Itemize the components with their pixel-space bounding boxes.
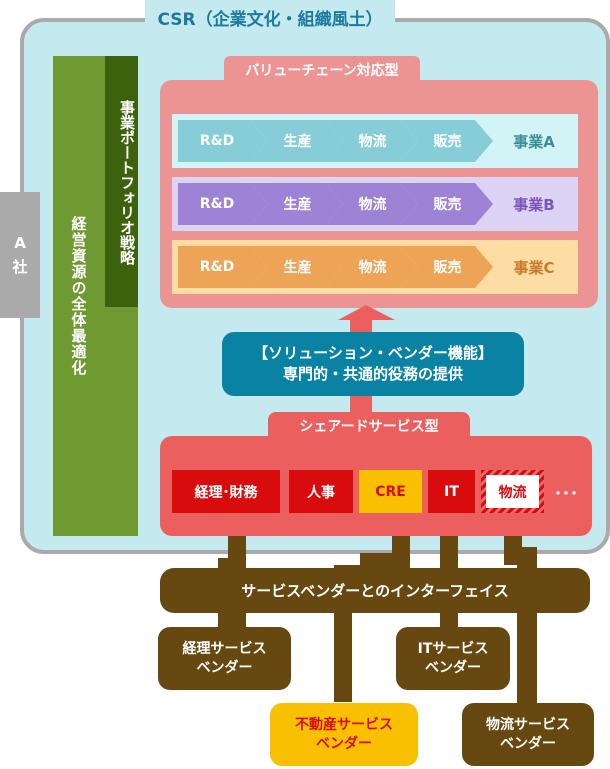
- solution-vendor-box: 【ソリューション・ベンダー機能】 専門的・共通的役務の提供: [222, 332, 524, 396]
- value-chain-title: バリューチェーン対応型: [224, 56, 420, 84]
- vendor-accounting-line1: 経理サービス: [182, 640, 267, 657]
- shared-services-title: シェアードサービス型: [268, 412, 470, 440]
- vendor-logistics-line2: ベンダー: [500, 735, 556, 752]
- business-label: 事業B: [513, 195, 555, 214]
- value-chain-step: R&D: [178, 120, 268, 162]
- vendor-accounting: 経理サービス ベンダー: [158, 627, 291, 690]
- service-hr: 人事: [289, 470, 353, 513]
- business-label: 事業C: [513, 258, 555, 277]
- csr-title: CSR（企業文化・組織風土）: [145, 0, 395, 34]
- vendor-interface-band: サービスベンダーとのインターフェイス: [160, 568, 590, 613]
- company-label: A 社: [0, 192, 40, 318]
- service-it: IT: [428, 470, 475, 513]
- service-logistics-label: 物流: [486, 475, 539, 508]
- resource-optimization-label: 経営資源の全体最適化: [69, 216, 88, 376]
- arrow-logistics-icon: [484, 510, 542, 710]
- company-label-kanji: 社: [12, 258, 28, 276]
- arrow-cre-icon: [334, 510, 430, 702]
- solution-vendor-title: 【ソリューション・ベンダー機能】: [253, 344, 493, 362]
- vendor-logistics: 物流サービス ベンダー: [462, 703, 594, 766]
- vendor-real-estate-line2: ベンダー: [316, 735, 372, 752]
- value-chain-step: R&D: [178, 246, 268, 288]
- service-cre: CRE: [359, 470, 422, 513]
- service-more-ellipsis: ･･･: [553, 483, 578, 503]
- value-chain-step: 生産: [250, 183, 343, 225]
- vendor-it-line2: ベンダー: [425, 659, 481, 676]
- service-accounting: 経理･財務: [172, 470, 280, 513]
- vendor-real-estate: 不動産サービス ベンダー: [270, 703, 418, 766]
- vendor-it: ITサービス ベンダー: [396, 627, 510, 690]
- business-label: 事業A: [513, 132, 555, 151]
- company-label-letter: A: [14, 234, 26, 252]
- solution-vendor-desc: 専門的・共通的役務の提供: [282, 365, 463, 383]
- vendor-real-estate-line1: 不動産サービス: [295, 716, 393, 733]
- vendor-it-line1: ITサービス: [417, 640, 489, 657]
- business-portfolio-label: 事業ポートフォリオ戦略: [105, 56, 138, 307]
- service-logistics: 物流: [481, 470, 544, 513]
- vendor-logistics-line1: 物流サービス: [486, 716, 570, 733]
- value-chain-step: R&D: [178, 183, 268, 225]
- vendor-accounting-line2: ベンダー: [196, 659, 253, 676]
